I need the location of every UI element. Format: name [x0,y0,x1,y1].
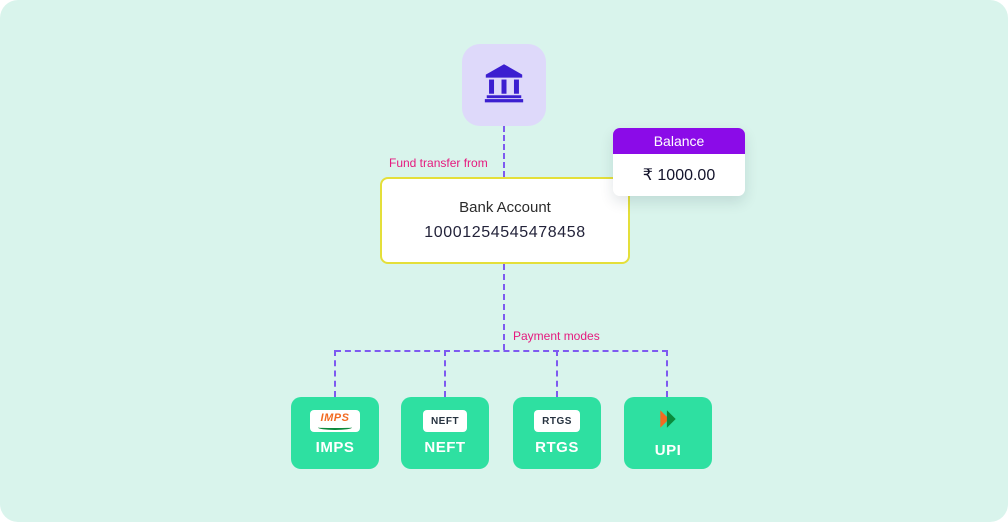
mode-tile-imps[interactable]: IMPS IMPS [291,397,379,469]
mode-tile-upi[interactable]: UPI [624,397,712,469]
balance-amount: ₹ 1000.00 [613,154,745,196]
upi-logo-icon [657,408,679,435]
neft-badge-text: NEFT [430,415,460,427]
mode-label-neft: NEFT [424,439,466,456]
mode-label-imps: IMPS [315,439,355,456]
connector-branch-horizontal [335,350,668,352]
bank-account-title: Bank Account [459,199,551,216]
neft-badge: NEFT [422,410,468,432]
fund-transfer-from-label: Fund transfer from [389,156,488,170]
connector-branch-neft [444,350,446,397]
rtgs-badge: RTGS [534,410,580,432]
connector-branch-upi [666,350,668,397]
connector-bank-to-account [503,126,505,177]
payment-modes-label: Payment modes [513,329,600,343]
mode-label-upi: UPI [654,441,682,459]
rtgs-badge-text: RTGS [542,415,572,427]
connector-branch-imps [334,350,336,397]
bank-account-number: 10001254545478458 [424,224,586,241]
imps-logo: IMPS [310,410,360,432]
bank-icon [481,60,527,111]
mode-tile-rtgs[interactable]: RTGS RTGS [513,397,601,469]
connector-branch-rtgs [556,350,558,397]
imps-logo-text: IMPS [320,411,350,424]
balance-card-header: Balance [613,128,745,154]
bank-tile [462,44,546,126]
imps-logo-swoosh [318,425,352,430]
mode-label-rtgs: RTGS [535,439,579,456]
bank-account-box: Bank Account 10001254545478458 [380,177,630,264]
connector-account-to-modes [503,264,505,350]
balance-card: Balance ₹ 1000.00 [613,128,745,196]
mode-tile-neft[interactable]: NEFT NEFT [401,397,489,469]
